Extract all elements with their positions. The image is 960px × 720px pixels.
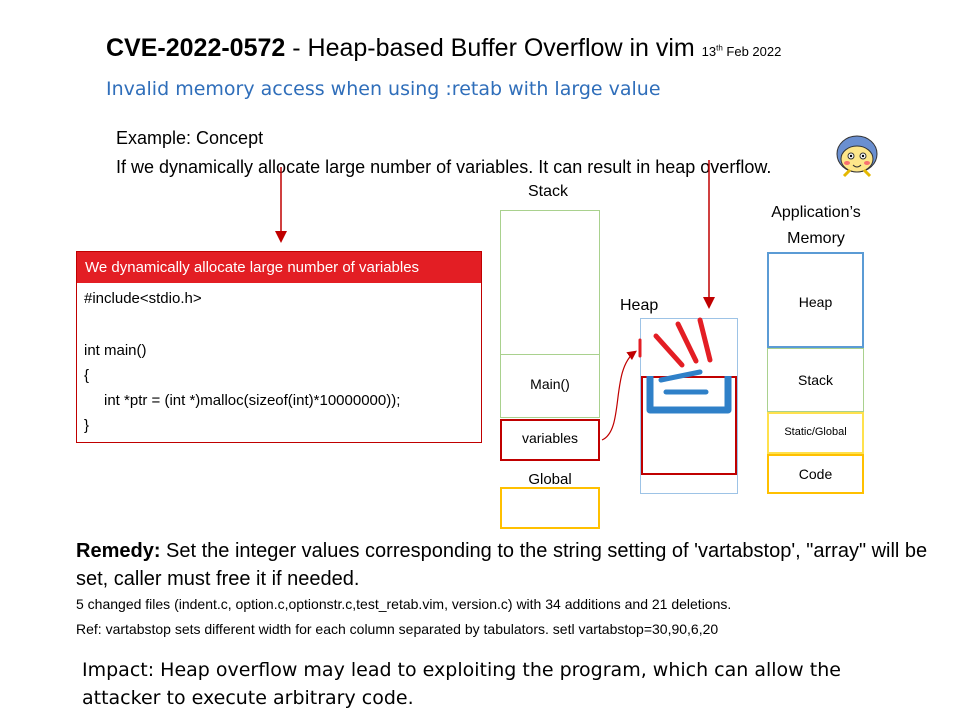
app-memory-title: Application’s Memory	[752, 200, 880, 252]
mascot-icon	[832, 132, 882, 184]
code-line: int *ptr = (int *)malloc(sizeof(int)*100…	[104, 392, 401, 409]
cve-id: CVE-2022-0572	[106, 34, 286, 62]
main-frame-label: Main()	[530, 376, 570, 392]
memory-segment-heap-label: Heap	[798, 294, 833, 310]
memory-segment-heap	[767, 252, 864, 348]
remedy-label: Remedy:	[76, 540, 161, 562]
memory-segment-code-label: Code	[798, 466, 833, 482]
subtitle: Invalid memory access when using :retab …	[106, 78, 661, 100]
variables-label: variables	[521, 430, 579, 446]
changes-summary: 5 changed files (indent.c, option.c,opti…	[76, 596, 732, 612]
remedy-text: Set the integer values corresponding to …	[76, 540, 928, 590]
arrow-variables-to-heap	[601, 350, 637, 441]
date-suffix: th	[716, 43, 723, 53]
title-date: 13th Feb 2022	[702, 44, 782, 59]
date-day: 13	[701, 44, 717, 59]
memory-segment-static-label: Static/Global	[784, 426, 847, 438]
memory-segment-stack	[767, 348, 864, 412]
example-text: If we dynamically allocate large number …	[116, 157, 772, 177]
impact: Impact: Heap overflow may lead to exploi…	[82, 659, 841, 709]
app-memory-title-line2: Memory	[787, 230, 845, 247]
code-box-header: We dynamically allocate large number of …	[77, 252, 481, 283]
code-box	[76, 251, 482, 443]
example-heading: Example: Concept	[116, 128, 264, 148]
reference: Ref: vartabstop sets different width for…	[76, 621, 719, 637]
title-text: - Heap-based Buffer Overflow in vim	[285, 34, 702, 62]
code-line: int main()	[84, 342, 147, 359]
memory-segment-stack-label: Stack	[797, 372, 833, 388]
global-label: Global	[528, 471, 572, 488]
stack-label: Stack	[528, 183, 569, 200]
code-line: {	[84, 367, 90, 384]
heap-region	[640, 318, 738, 494]
memory-segment-static	[767, 412, 864, 454]
code-line: #include<stdio.h>	[84, 290, 202, 307]
heap-allocation	[641, 376, 737, 475]
variables-box	[500, 419, 600, 461]
global-region	[500, 487, 600, 529]
heap-label: Heap	[620, 297, 659, 314]
page-title: CVE-2022-0572 - Heap-based Buffer Overfl…	[106, 34, 781, 63]
remedy: Remedy: Set the integer values correspon…	[76, 537, 936, 593]
app-memory-title-line1: Application’s	[771, 204, 861, 221]
date-rest: Feb 2022	[722, 44, 782, 59]
code-line: }	[84, 417, 90, 434]
main-frame	[500, 354, 600, 418]
overflow-icon	[638, 317, 732, 414]
memory-segment-code	[767, 454, 864, 494]
